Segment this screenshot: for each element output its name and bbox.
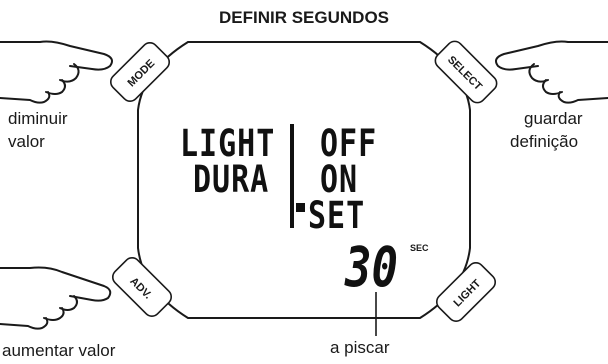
display-option-set: SET: [308, 194, 366, 238]
hand-pointer-icon: [0, 40, 113, 104]
mode-function-label-line1: diminuir: [8, 109, 68, 128]
select-function-label-line2: definição: [510, 132, 579, 151]
select-function-label-line1: guardar: [524, 109, 583, 128]
hand-pointer-icon: [495, 40, 608, 104]
adv-function-label: aumentar valor: [2, 341, 116, 360]
diagram-title: DEFINIR SEGUNDOS: [218, 8, 390, 27]
display-option-on: ON: [320, 158, 359, 202]
hand-pointer-icon: [0, 266, 112, 330]
light-button[interactable]: LIGHT: [433, 259, 498, 324]
mode-function-label-line2: valor: [8, 132, 45, 151]
watch-face-outline: [137, 41, 471, 319]
selection-marker: [296, 203, 305, 212]
blink-label: a piscar: [330, 338, 390, 357]
adv-button[interactable]: ADV.: [109, 254, 174, 319]
mode-button[interactable]: MODE: [107, 39, 172, 104]
display-seconds-unit: SEC: [410, 243, 429, 253]
display-seconds-value: 30: [345, 236, 398, 300]
display-mode-line2: DURA: [193, 158, 270, 202]
display-option-off: OFF: [320, 122, 378, 166]
display-mode-line1: LIGHT: [180, 122, 276, 166]
